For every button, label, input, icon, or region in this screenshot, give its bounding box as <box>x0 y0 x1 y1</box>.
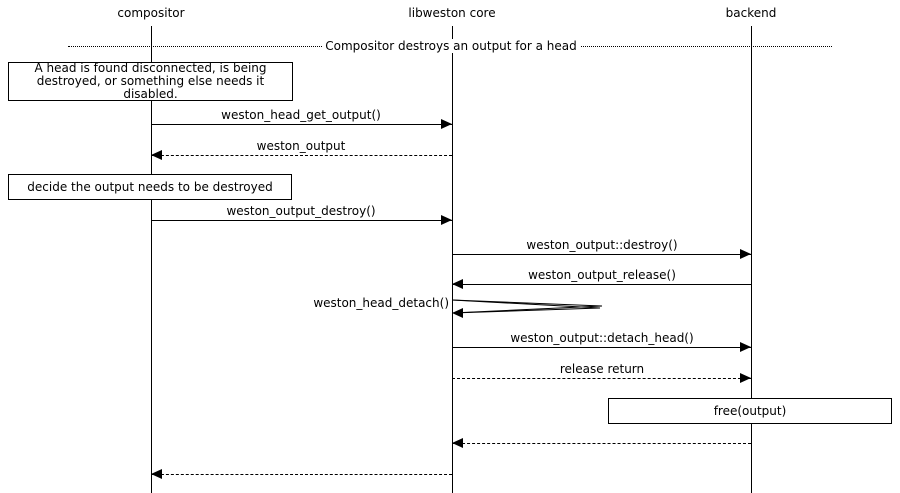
msg-weston-head-get-output-label: weston_head_get_output() <box>219 108 383 122</box>
note-head-disconnected: A head is found disconnected, is being d… <box>8 62 293 101</box>
msg-weston-output-return-line <box>151 155 452 156</box>
msg-weston-output-return-arrowhead <box>151 150 162 160</box>
msg-release-return-arrowhead <box>740 373 751 383</box>
msg-weston-output-detach-head-arrowhead <box>740 342 751 352</box>
divider-label: Compositor destroys an output for a head <box>322 39 580 53</box>
msg-weston-head-get-output-line <box>151 124 452 125</box>
msg-weston-head-detach-label: weston_head_detach() <box>311 296 450 310</box>
msg-release-return-line <box>452 378 751 379</box>
msg-weston-output-return-label: weston_output <box>254 139 348 153</box>
msg-weston-head-get-output-arrowhead <box>441 119 452 129</box>
msg-weston-output-destroy-vfunc-arrowhead <box>740 249 751 259</box>
msg-weston-output-destroy-arrowhead <box>441 215 452 225</box>
note-decide-destroy: decide the output needs to be destroyed <box>8 174 292 200</box>
lifeline-libweston-core <box>452 26 453 493</box>
actor-label-libweston-core: libweston core <box>408 6 496 20</box>
msg-backend-return-arrowhead <box>452 438 463 448</box>
note-free-output: free(output) <box>608 398 892 424</box>
msg-libweston-return-line <box>151 474 452 475</box>
msg-weston-output-release-line <box>452 284 751 285</box>
msg-libweston-return-arrowhead <box>151 469 162 479</box>
msg-weston-output-release-label: weston_output_release() <box>526 268 678 282</box>
msg-weston-output-detach-head-label: weston_output::detach_head() <box>508 331 696 345</box>
msg-weston-head-detach-loop <box>452 296 612 324</box>
actor-label-backend: backend <box>725 6 777 20</box>
actor-label-compositor: compositor <box>117 6 185 20</box>
note-free-output-text: free(output) <box>713 403 787 418</box>
lifeline-backend <box>751 26 752 493</box>
msg-weston-output-destroy-label: weston_output_destroy() <box>224 204 378 218</box>
note-head-disconnected-text: A head is found disconnected, is being d… <box>34 61 267 101</box>
msg-weston-output-release-arrowhead <box>452 279 463 289</box>
msg-weston-head-detach-arrowhead <box>452 308 463 318</box>
msg-weston-output-detach-head-line <box>452 347 751 348</box>
note-decide-destroy-text: decide the output needs to be destroyed <box>27 179 273 194</box>
msg-weston-output-destroy-vfunc-line <box>452 254 751 255</box>
msg-backend-return-line <box>452 443 751 444</box>
msg-weston-output-destroy-vfunc-label: weston_output::destroy() <box>524 238 680 252</box>
msg-release-return-label: release return <box>557 362 647 376</box>
lifeline-compositor <box>151 26 152 493</box>
msg-weston-output-destroy-line <box>151 220 452 221</box>
